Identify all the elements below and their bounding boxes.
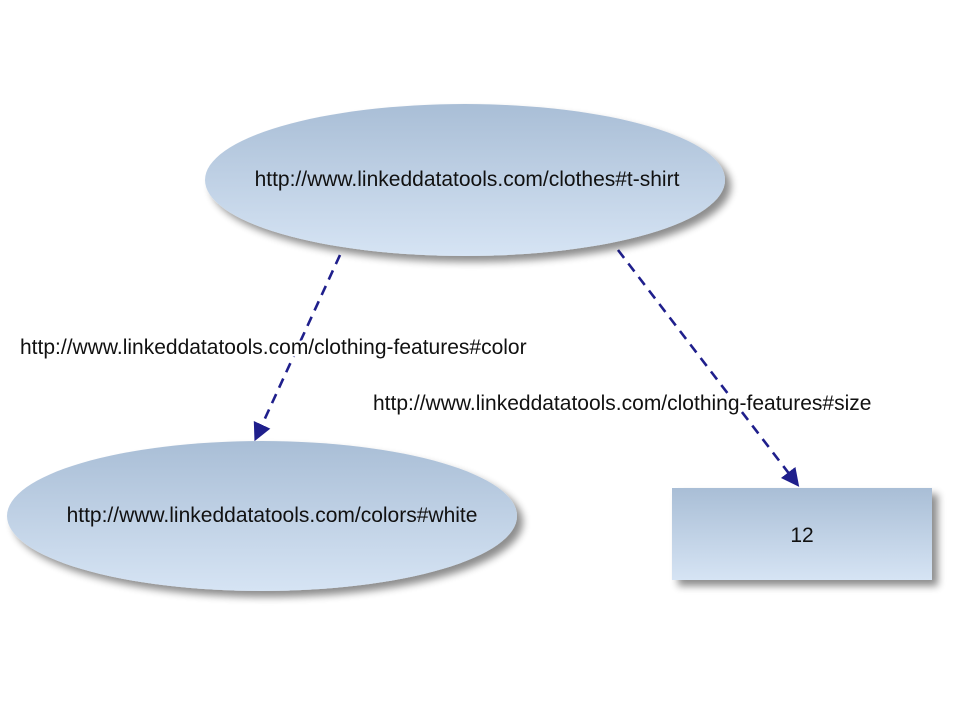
edge-size-label: http://www.linkeddatatools.com/clothing-… [373, 392, 871, 415]
node-white-label: http://www.linkeddatatools.com/colors#wh… [67, 504, 478, 527]
node-tshirt-ellipse [205, 104, 725, 256]
node-white-ellipse [7, 441, 517, 591]
node-tshirt: http://www.linkeddatatools.com/clothes#t… [205, 104, 725, 256]
node-size-value: 12 [672, 488, 932, 580]
node-white: http://www.linkeddatatools.com/colors#wh… [7, 441, 517, 591]
node-size-value-rect [672, 488, 932, 580]
edge-size-arrow [616, 249, 800, 487]
node-tshirt-label: http://www.linkeddatatools.com/clothes#t… [255, 168, 680, 191]
edge-color-label: http://www.linkeddatatools.com/clothing-… [20, 336, 527, 359]
node-size-value-label: 12 [790, 524, 813, 547]
